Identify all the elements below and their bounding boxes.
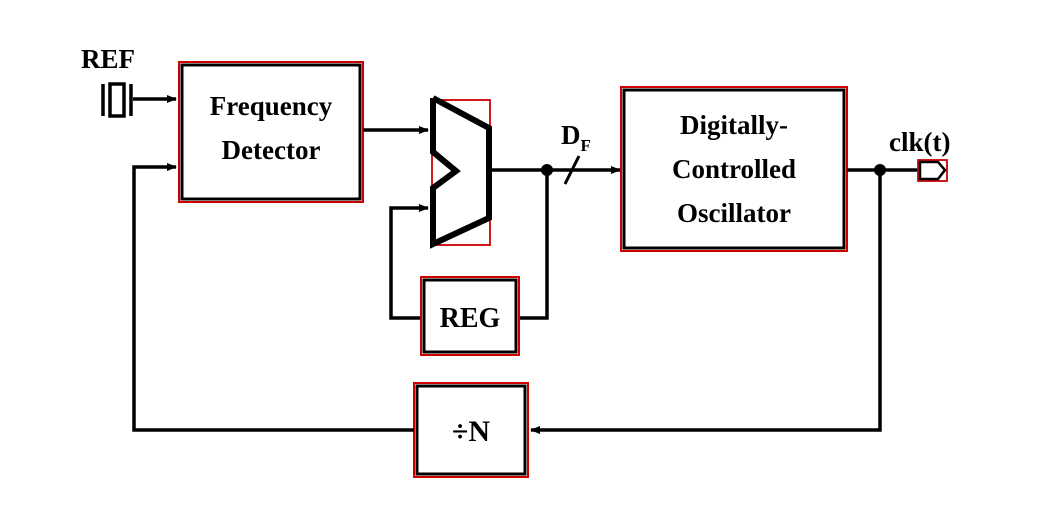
ref-label: REF <box>81 44 135 74</box>
frequency-detector-block: Frequency Detector <box>178 61 364 203</box>
register-label: REG <box>440 303 501 334</box>
clk-output-label: clk(t) <box>889 127 950 157</box>
reg-to-adder-line <box>389 204 429 320</box>
dco-label-1: Digitally- <box>680 110 788 140</box>
dco-label-3: Oscillator <box>677 198 791 228</box>
dco-block: Digitally- Controlled Oscillator <box>620 86 848 252</box>
frequency-detector-label-2: Detector <box>222 135 321 165</box>
df-to-reg-line <box>518 170 549 320</box>
divider-block: ÷N <box>413 382 529 478</box>
register-block: REG <box>420 276 520 356</box>
df-label: DF <box>561 120 591 155</box>
bus-slash <box>563 155 581 185</box>
divider-to-fd-line <box>132 163 414 432</box>
crystal-oscillator-icon <box>101 82 133 118</box>
adder-icon <box>430 95 492 249</box>
divider-label: ÷N <box>452 415 490 448</box>
output-port-icon <box>917 159 948 182</box>
frequency-detector-label-1: Frequency <box>210 91 333 121</box>
output-to-divider-line <box>530 170 882 434</box>
dco-label-2: Controlled <box>672 154 796 184</box>
